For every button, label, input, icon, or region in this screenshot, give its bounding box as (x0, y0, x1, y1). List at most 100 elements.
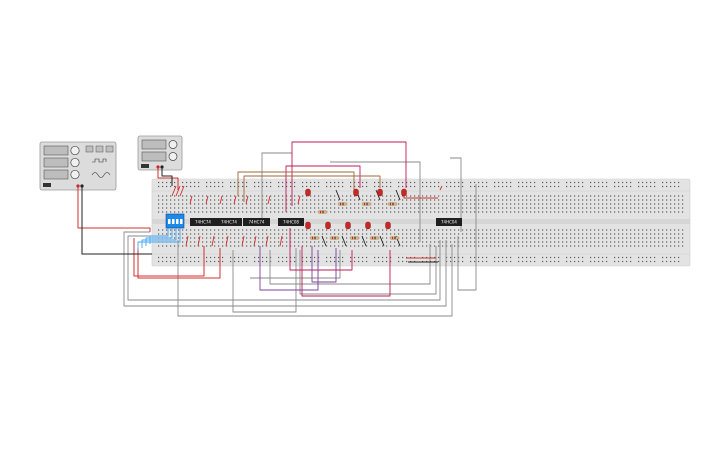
breadboard-hole[interactable] (574, 181, 576, 184)
breadboard-hole[interactable] (374, 260, 376, 263)
breadboard-hole[interactable] (178, 233, 180, 235)
breadboard-hole[interactable] (178, 229, 180, 231)
breadboard-hole[interactable] (222, 241, 224, 243)
breadboard-hole[interactable] (578, 185, 580, 188)
breadboard-hole[interactable] (610, 203, 612, 205)
breadboard-hole[interactable] (430, 207, 432, 209)
breadboard-hole[interactable] (434, 203, 436, 205)
breadboard-hole[interactable] (298, 237, 300, 239)
breadboard-hole[interactable] (194, 245, 196, 247)
breadboard-hole[interactable] (186, 256, 188, 259)
breadboard-hole[interactable] (542, 181, 544, 184)
breadboard-hole[interactable] (470, 211, 472, 213)
breadboard-hole[interactable] (674, 241, 676, 243)
breadboard-hole[interactable] (450, 245, 452, 247)
breadboard-hole[interactable] (406, 260, 408, 263)
breadboard-hole[interactable] (630, 260, 632, 263)
breadboard-hole[interactable] (670, 199, 672, 201)
breadboard-hole[interactable] (190, 245, 192, 247)
breadboard-hole[interactable] (442, 245, 444, 247)
breadboard-hole[interactable] (242, 203, 244, 205)
breadboard-hole[interactable] (354, 211, 356, 213)
breadboard-hole[interactable] (218, 199, 220, 201)
breadboard-hole[interactable] (390, 233, 392, 235)
jumper-wire[interactable] (279, 235, 283, 247)
breadboard-hole[interactable] (382, 207, 384, 209)
breadboard-hole[interactable] (590, 233, 592, 235)
breadboard-hole[interactable] (486, 203, 488, 205)
breadboard-hole[interactable] (490, 211, 492, 213)
breadboard-hole[interactable] (546, 185, 548, 188)
breadboard-hole[interactable] (638, 260, 640, 263)
breadboard-hole[interactable] (470, 199, 472, 201)
breadboard-hole[interactable] (178, 245, 180, 247)
breadboard-hole[interactable] (534, 245, 536, 247)
breadboard-hole[interactable] (294, 237, 296, 239)
breadboard-hole[interactable] (498, 211, 500, 213)
breadboard-hole[interactable] (262, 203, 264, 205)
breadboard-hole[interactable] (278, 233, 280, 235)
breadboard-hole[interactable] (530, 233, 532, 235)
breadboard-hole[interactable] (522, 241, 524, 243)
breadboard-hole[interactable] (170, 181, 172, 184)
breadboard-hole[interactable] (450, 241, 452, 243)
breadboard-hole[interactable] (378, 207, 380, 209)
breadboard-hole[interactable] (402, 245, 404, 247)
breadboard-hole[interactable] (578, 237, 580, 239)
breadboard-hole[interactable] (682, 195, 684, 197)
breadboard-hole[interactable] (282, 241, 284, 243)
breadboard-hole[interactable] (166, 260, 168, 263)
breadboard-hole[interactable] (314, 229, 316, 231)
breadboard-hole[interactable] (290, 185, 292, 188)
breadboard-hole[interactable] (278, 260, 280, 263)
breadboard-hole[interactable] (462, 256, 464, 259)
breadboard-hole[interactable] (486, 241, 488, 243)
breadboard-hole[interactable] (458, 233, 460, 235)
breadboard-hole[interactable] (334, 181, 336, 184)
breadboard-hole[interactable] (542, 199, 544, 201)
breadboard-hole[interactable] (534, 207, 536, 209)
breadboard-hole[interactable] (606, 211, 608, 213)
breadboard-hole[interactable] (546, 181, 548, 184)
breadboard-hole[interactable] (554, 195, 556, 197)
breadboard-hole[interactable] (390, 199, 392, 201)
breadboard-hole[interactable] (210, 207, 212, 209)
breadboard-hole[interactable] (246, 256, 248, 259)
breadboard-hole[interactable] (342, 199, 344, 201)
breadboard-hole[interactable] (566, 245, 568, 247)
breadboard-hole[interactable] (222, 207, 224, 209)
breadboard-hole[interactable] (470, 241, 472, 243)
breadboard-hole[interactable] (166, 233, 168, 235)
breadboard-hole[interactable] (466, 203, 468, 205)
breadboard-hole[interactable] (418, 203, 420, 205)
breadboard-hole[interactable] (290, 195, 292, 197)
breadboard-hole[interactable] (254, 195, 256, 197)
breadboard-hole[interactable] (634, 195, 636, 197)
breadboard-hole[interactable] (682, 237, 684, 239)
breadboard-hole[interactable] (498, 207, 500, 209)
red-wire[interactable] (137, 248, 221, 279)
brown-wire[interactable] (243, 175, 381, 202)
breadboard-hole[interactable] (666, 233, 668, 235)
breadboard-hole[interactable] (406, 185, 408, 188)
breadboard-hole[interactable] (306, 203, 308, 205)
breadboard-hole[interactable] (270, 199, 272, 201)
breadboard-hole[interactable] (574, 199, 576, 201)
breadboard-hole[interactable] (670, 233, 672, 235)
breadboard-hole[interactable] (482, 181, 484, 184)
breadboard-hole[interactable] (166, 185, 168, 188)
breadboard-hole[interactable] (430, 211, 432, 213)
breadboard-hole[interactable] (490, 199, 492, 201)
breadboard-hole[interactable] (362, 195, 364, 197)
breadboard-hole[interactable] (286, 260, 288, 263)
breadboard-hole[interactable] (282, 233, 284, 235)
breadboard-hole[interactable] (474, 229, 476, 231)
breadboard-hole[interactable] (318, 185, 320, 188)
breadboard-hole[interactable] (670, 211, 672, 213)
breadboard-hole[interactable] (502, 241, 504, 243)
breadboard-hole[interactable] (314, 185, 316, 188)
breadboard-hole[interactable] (298, 229, 300, 231)
breadboard-hole[interactable] (666, 229, 668, 231)
breadboard-hole[interactable] (594, 207, 596, 209)
breadboard-hole[interactable] (538, 237, 540, 239)
